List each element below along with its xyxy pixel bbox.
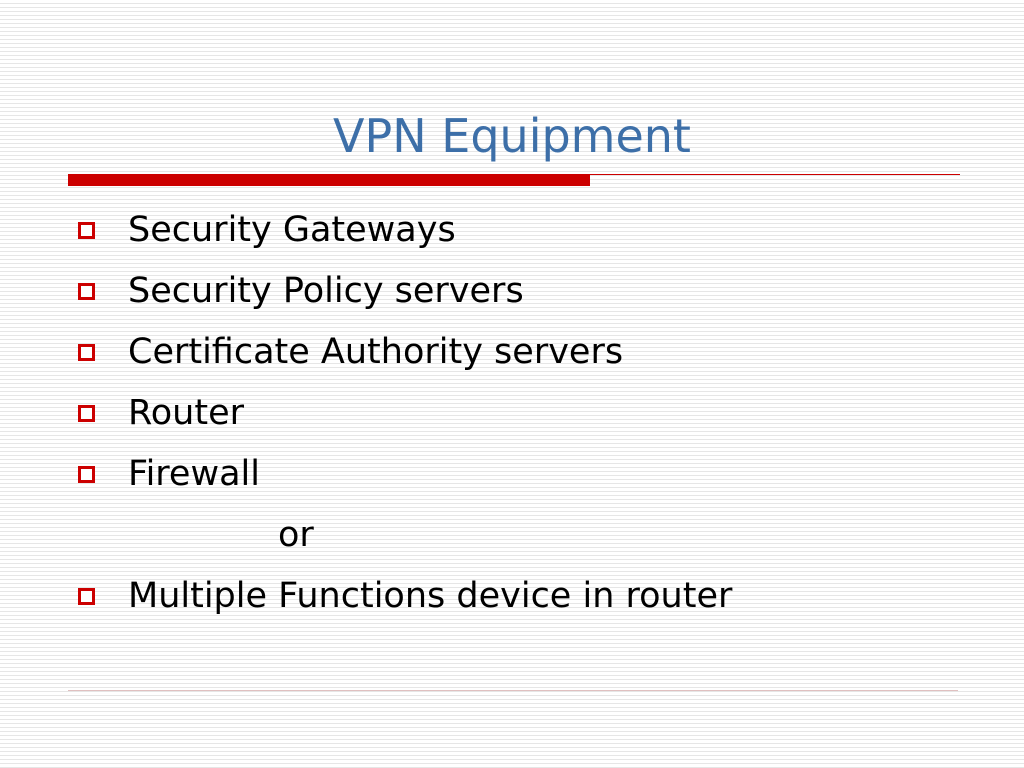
footer-rule xyxy=(68,690,958,691)
bullet-text: Multiple Functions device in router xyxy=(128,576,733,616)
hollow-square-bullet-icon xyxy=(78,466,95,483)
bullet-text: Security Gateways xyxy=(128,210,456,250)
bullet-text: Certificate Authority servers xyxy=(128,332,624,372)
bullet-text: Firewall xyxy=(128,454,260,494)
title-underline-thin xyxy=(590,174,960,175)
separator-text: or xyxy=(278,515,314,555)
hollow-square-bullet-icon xyxy=(78,222,95,239)
bullet-text: Router xyxy=(128,393,244,433)
hollow-square-bullet-icon xyxy=(78,588,95,605)
hollow-square-bullet-icon xyxy=(78,344,95,361)
bullet-text: Security Policy servers xyxy=(128,271,524,311)
hollow-square-bullet-icon xyxy=(78,283,95,300)
title-underline-thick xyxy=(68,174,590,186)
hollow-square-bullet-icon xyxy=(78,405,95,422)
slide-title: VPN Equipment xyxy=(333,109,691,163)
